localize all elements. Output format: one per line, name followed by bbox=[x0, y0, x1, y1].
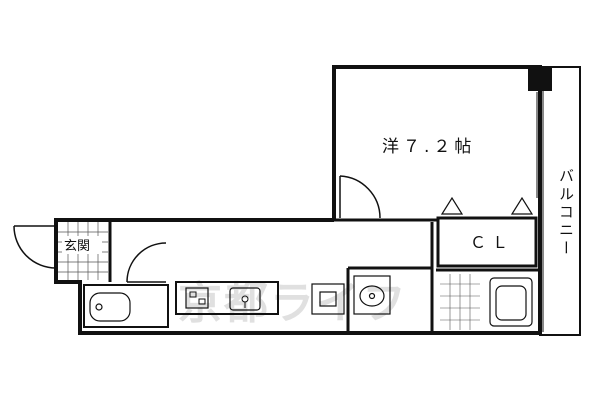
western-room-label: 洋７.２帖 bbox=[382, 137, 475, 157]
washbasin bbox=[353, 275, 391, 315]
closet bbox=[436, 196, 538, 268]
unit-bath bbox=[489, 277, 533, 327]
structural-column bbox=[528, 67, 552, 91]
washer-space bbox=[311, 283, 345, 315]
bathroom-tiles bbox=[440, 274, 480, 330]
shoe-cabinet bbox=[83, 284, 169, 328]
entrance-door bbox=[13, 225, 57, 269]
outer-walls bbox=[54, 65, 542, 335]
interior-walls bbox=[108, 218, 540, 333]
window bbox=[536, 92, 542, 198]
balcony-label: バルコニー bbox=[557, 168, 575, 258]
bathtub bbox=[89, 292, 131, 322]
entrance-label: 玄関 bbox=[64, 239, 90, 254]
closet-label: ＣＬ bbox=[470, 233, 514, 252]
entrance-label-bg bbox=[62, 236, 102, 254]
kitchen bbox=[175, 281, 279, 315]
room-door bbox=[339, 175, 381, 219]
corridor-door bbox=[126, 242, 167, 283]
